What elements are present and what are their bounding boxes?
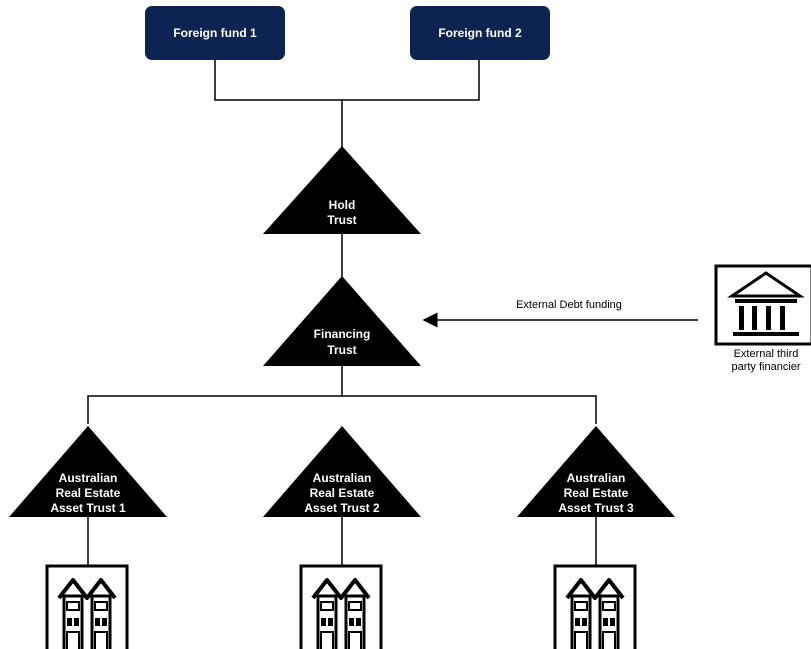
asset-trust-3-label-1: Australian (567, 471, 626, 485)
financing-trust-label-2: Trust (327, 343, 356, 357)
bank-icon (714, 264, 811, 346)
asset-trust-2-label-1: Australian (313, 471, 372, 485)
house-icon (299, 564, 383, 649)
asset-trust-1: Australian Real Estate Asset Trust 1 (9, 426, 167, 517)
asset-trust-3-label-3: Asset Trust 3 (558, 501, 634, 515)
foreign-fund-1: Foreign fund 1 (145, 6, 285, 60)
financier-label-2: party financier (731, 361, 800, 373)
debt-funding-label: External Debt funding (516, 299, 622, 311)
asset-trust-2-label-3: Asset Trust 2 (304, 501, 380, 515)
asset-trust-1-label-2: Real Estate (56, 486, 121, 500)
asset-trust-1-label-3: Asset Trust 1 (50, 501, 126, 515)
house-icon (553, 564, 637, 649)
foreign-fund-2: Foreign fund 2 (410, 6, 550, 60)
asset-trusts-connector (87, 395, 597, 424)
hold-trust: Hold Trust (263, 146, 421, 234)
asset-trust-2: Australian Real Estate Asset Trust 2 (263, 426, 421, 517)
asset-trust-2-label-2: Real Estate (310, 486, 375, 500)
foreign-fund-2-label: Foreign fund 2 (438, 26, 522, 40)
asset-trust-3-label-2: Real Estate (564, 486, 629, 500)
house-icon (45, 564, 129, 649)
funds-connector (214, 60, 480, 101)
financier-label-1: External third (734, 348, 799, 360)
asset-trust-1-label-1: Australian (59, 471, 118, 485)
hold-trust-label-1: Hold (329, 198, 356, 212)
hold-trust-label-2: Trust (327, 213, 356, 227)
asset-trust-3: Australian Real Estate Asset Trust 3 (517, 426, 675, 517)
financing-trust: Financing Trust (263, 276, 421, 366)
connector-lines (87, 60, 698, 568)
foreign-fund-1-label: Foreign fund 1 (173, 26, 257, 40)
financing-trust-label-1: Financing (314, 327, 371, 341)
